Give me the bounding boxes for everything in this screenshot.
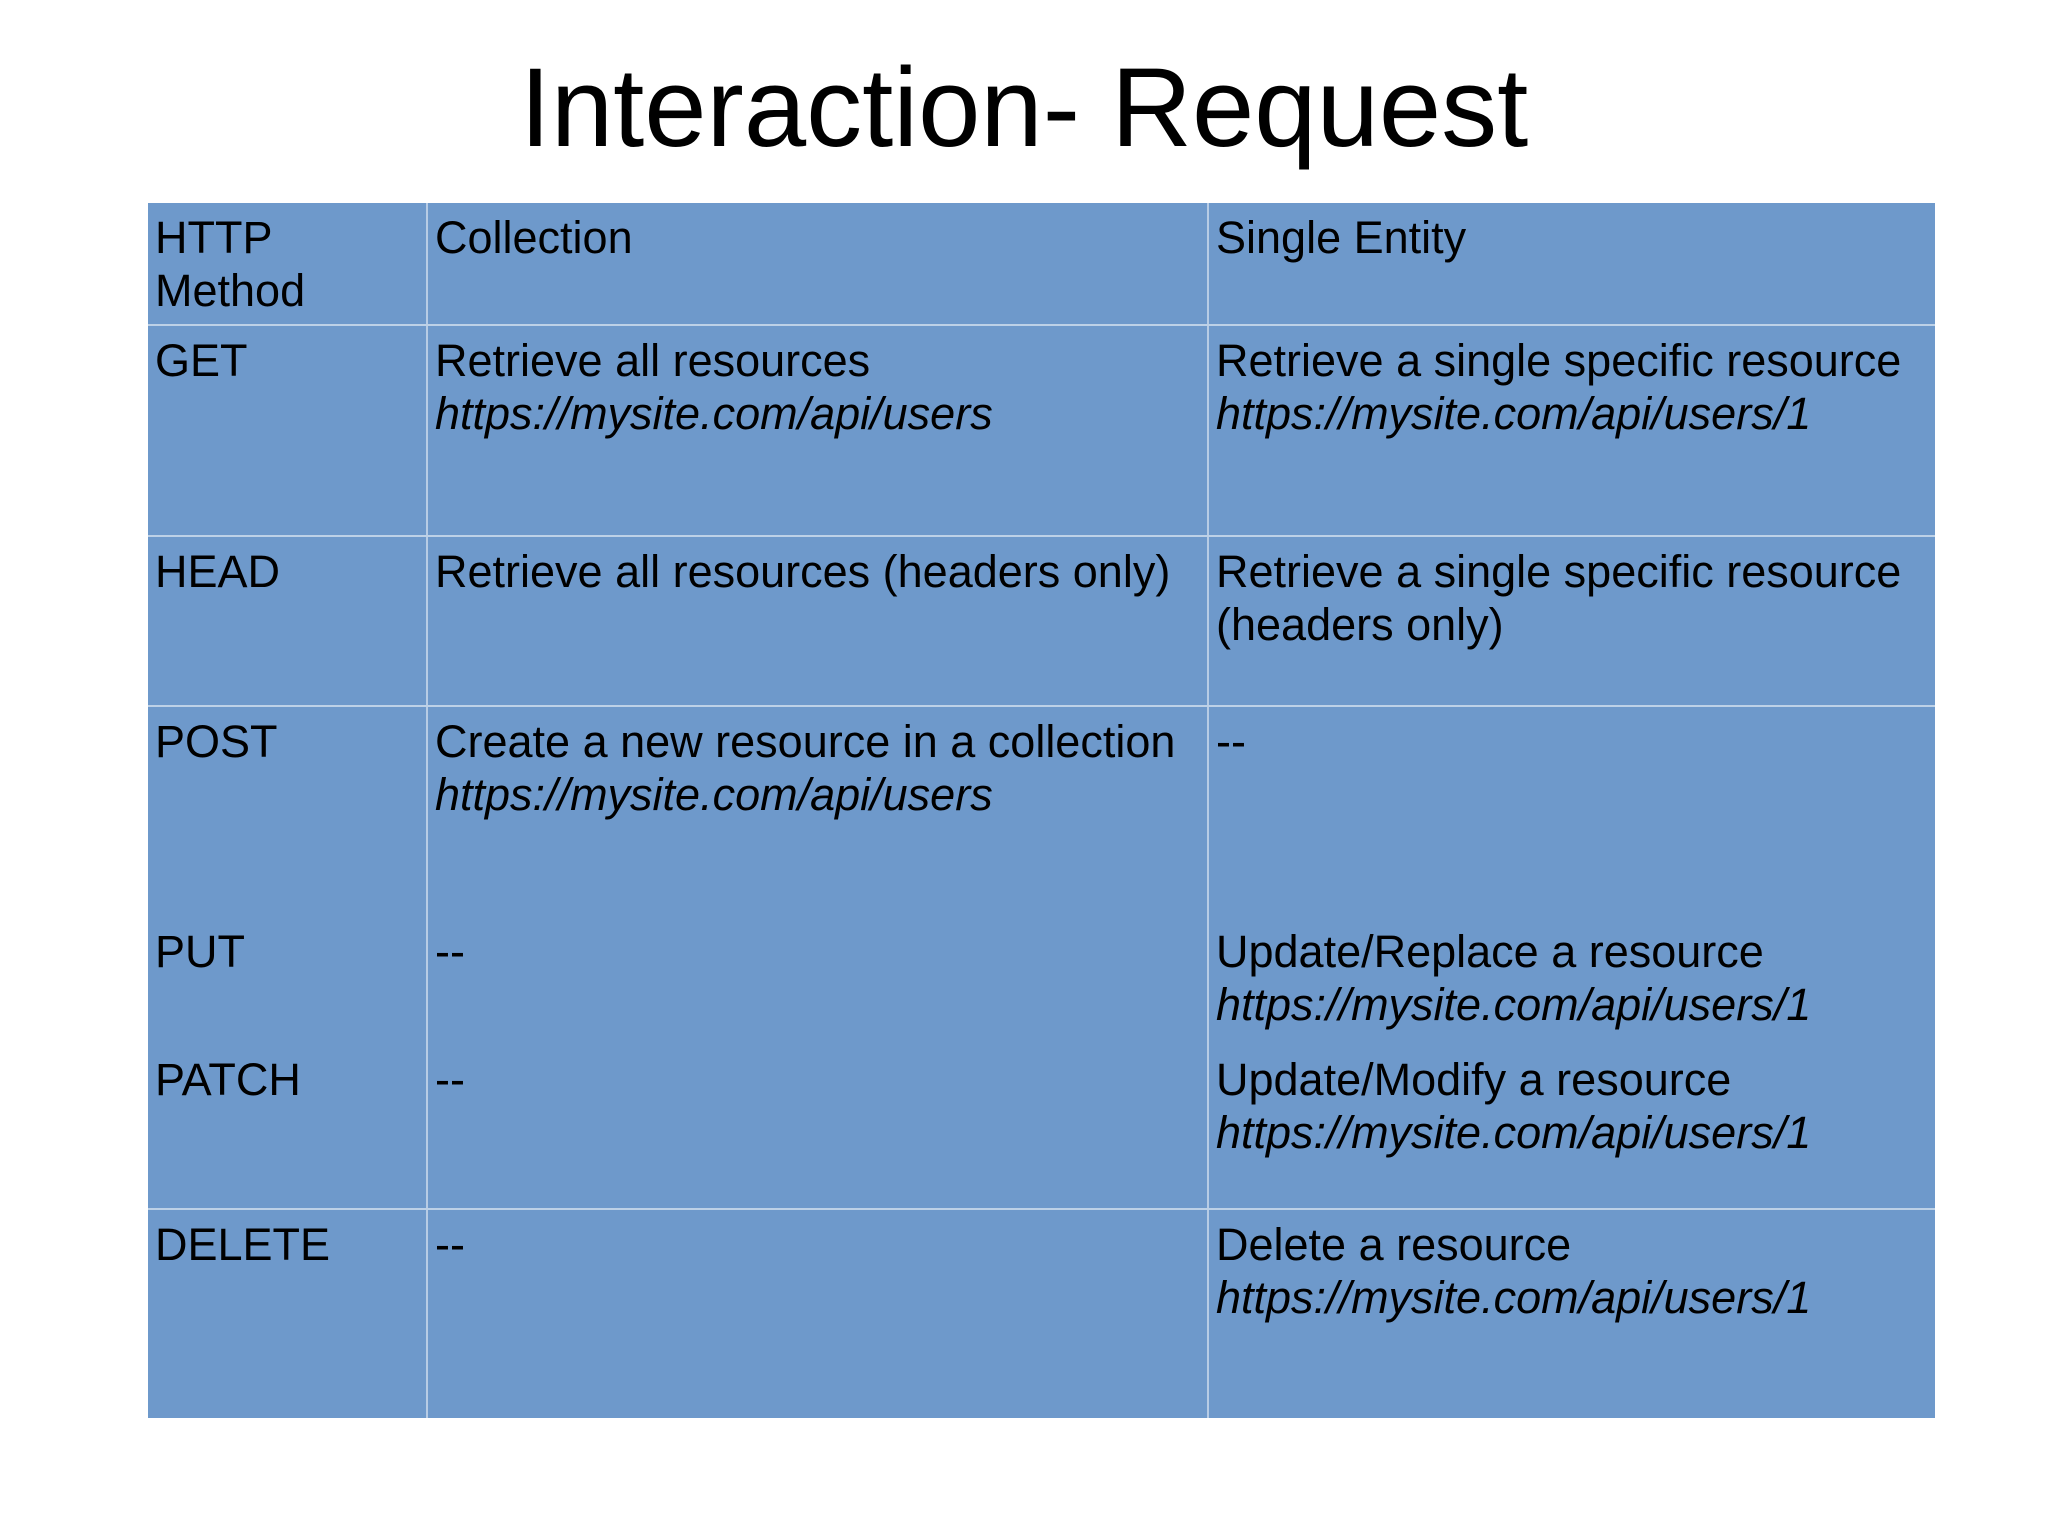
cell-description: Retrieve a single specific resource (hea… xyxy=(1216,546,1902,651)
table-row-delete: DELETE -- Delete a resource https://mysi… xyxy=(148,1208,1935,1418)
cell-description: Retrieve all resources (headers only) xyxy=(435,546,1171,597)
single-entity-cell: -- xyxy=(1209,707,1935,917)
single-entity-cell: Retrieve a single specific resource http… xyxy=(1209,326,1935,535)
method-cell: PUT xyxy=(148,917,428,1045)
method-cell: PATCH xyxy=(148,1045,428,1208)
cell-description: Retrieve a single specific resource xyxy=(1216,335,1902,386)
collection-cell: -- xyxy=(428,917,1209,1045)
cell-url: https://mysite.com/api/users/1 xyxy=(1216,979,1812,1031)
cell-description: Delete a resource xyxy=(1216,1219,1572,1270)
collection-cell: Retrieve all resources (headers only) xyxy=(428,537,1209,705)
cell-description: Update/Replace a resource xyxy=(1216,926,1764,977)
cell-url: https://mysite.com/api/users/1 xyxy=(1216,1272,1812,1324)
cell-description: Update/Modify a resource xyxy=(1216,1054,1732,1105)
http-methods-table: HTTP Method Collection Single Entity GET… xyxy=(148,203,1935,1418)
table-row-put: PUT -- Update/Replace a resource https:/… xyxy=(148,917,1935,1045)
page-title: Interaction- Request xyxy=(519,45,1529,170)
table-row-head: HEAD Retrieve all resources (headers onl… xyxy=(148,535,1935,705)
cell-description: -- xyxy=(1216,716,1246,767)
collection-cell: Retrieve all resources https://mysite.co… xyxy=(428,326,1209,535)
method-cell: POST xyxy=(148,707,428,917)
table-header-row: HTTP Method Collection Single Entity xyxy=(148,203,1935,324)
cell-url: https://mysite.com/api/users xyxy=(435,769,993,821)
collection-cell: -- xyxy=(428,1210,1209,1418)
method-cell: HEAD xyxy=(148,537,428,705)
collection-cell: Create a new resource in a collection ht… xyxy=(428,707,1209,917)
cell-description: -- xyxy=(435,1054,465,1105)
cell-description: -- xyxy=(435,1219,465,1270)
cell-description: Retrieve all resources xyxy=(435,335,871,386)
method-cell: GET xyxy=(148,326,428,535)
table-row-patch: PATCH -- Update/Modify a resource https:… xyxy=(148,1045,1935,1208)
collection-cell: -- xyxy=(428,1045,1209,1208)
table-row-post: POST Create a new resource in a collecti… xyxy=(148,705,1935,917)
cell-description: -- xyxy=(435,926,465,977)
table-row-get: GET Retrieve all resources https://mysit… xyxy=(148,324,1935,535)
cell-url: https://mysite.com/api/users/1 xyxy=(1216,388,1812,440)
cell-url: https://mysite.com/api/users xyxy=(435,388,993,440)
single-entity-cell: Retrieve a single specific resource (hea… xyxy=(1209,537,1935,705)
column-header-single-entity: Single Entity xyxy=(1216,212,1467,263)
single-entity-cell: Update/Modify a resource https://mysite.… xyxy=(1209,1045,1935,1208)
cell-description: Create a new resource in a collection xyxy=(435,716,1176,767)
column-header-http-method: HTTP Method xyxy=(148,203,428,324)
column-header-collection: Collection xyxy=(428,203,1209,324)
single-entity-cell: Update/Replace a resource https://mysite… xyxy=(1209,917,1935,1045)
single-entity-cell: Delete a resource https://mysite.com/api… xyxy=(1209,1210,1935,1418)
method-cell: DELETE xyxy=(148,1210,428,1418)
cell-url: https://mysite.com/api/users/1 xyxy=(1216,1107,1812,1159)
